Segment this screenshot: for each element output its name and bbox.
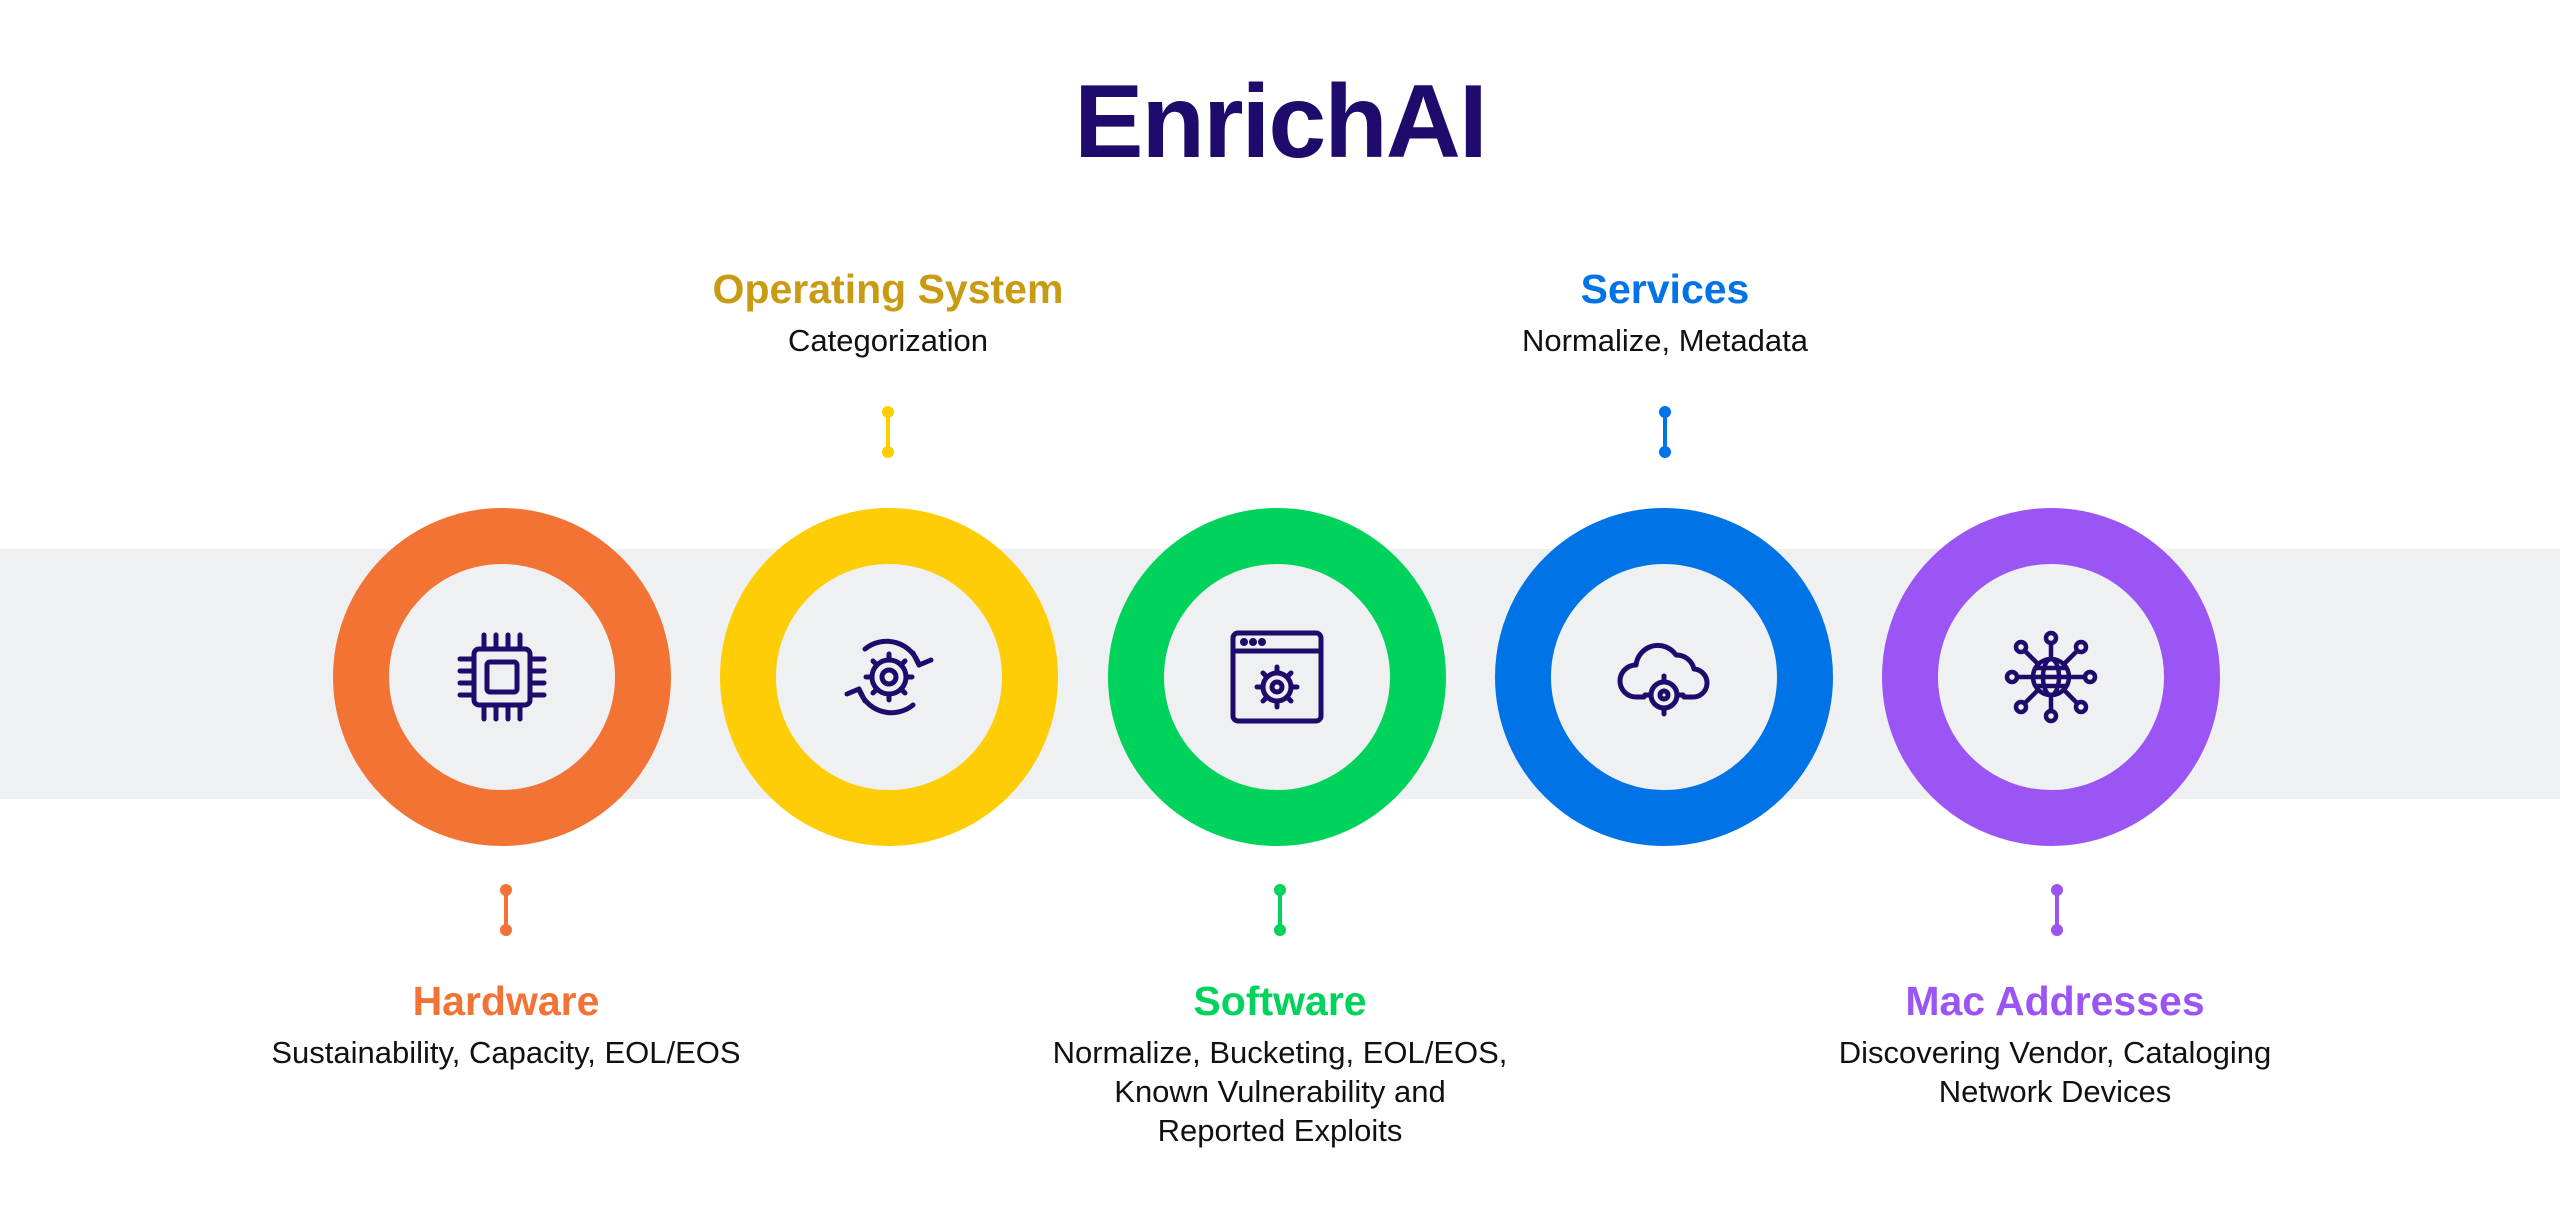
mac-addresses-label: Mac Addresses Discovering Vendor, Catalo… (1775, 975, 2335, 1111)
page-title: EnrichAI (1074, 64, 1488, 180)
software-description: Normalize, Bucketing, EOL/EOS, Known Vul… (1052, 1035, 1508, 1148)
operating-system-connector (882, 406, 894, 458)
services-connector (1659, 406, 1671, 458)
hardware-label: Hardware Sustainability, Capacity, EOL/E… (226, 975, 786, 1072)
services-label: Services Normalize, Metadata (1385, 263, 1945, 360)
hardware-description: Sustainability, Capacity, EOL/EOS (271, 1035, 741, 1070)
services-ring (1495, 508, 1833, 846)
software-label: Software Normalize, Bucketing, EOL/EOS, … (1000, 975, 1560, 1150)
mac-addresses-ring (1882, 508, 2220, 846)
gear-cycle-icon (839, 627, 939, 727)
software-ring (1108, 508, 1446, 846)
services-heading: Services (1580, 266, 1750, 312)
software-heading: Software (1193, 978, 1367, 1024)
software-connector (1274, 884, 1286, 936)
cpu-chip-icon (452, 627, 552, 727)
mac-addresses-connector (2051, 884, 2063, 936)
operating-system-label: Operating System Categorization (608, 263, 1168, 360)
hardware-connector (500, 884, 512, 936)
operating-system-description: Categorization (788, 323, 988, 358)
operating-system-heading: Operating System (712, 266, 1064, 312)
globe-network-icon (2001, 627, 2101, 727)
mac-addresses-description: Discovering Vendor, Cataloging Network D… (1838, 1035, 2272, 1109)
cloud-gear-icon (1614, 627, 1714, 727)
services-description: Normalize, Metadata (1521, 323, 1808, 358)
mac-addresses-heading: Mac Addresses (1905, 978, 2205, 1024)
browser-gear-icon (1227, 627, 1327, 727)
hardware-heading: Hardware (412, 978, 600, 1024)
hardware-ring (333, 508, 671, 846)
operating-system-ring (720, 508, 1058, 846)
